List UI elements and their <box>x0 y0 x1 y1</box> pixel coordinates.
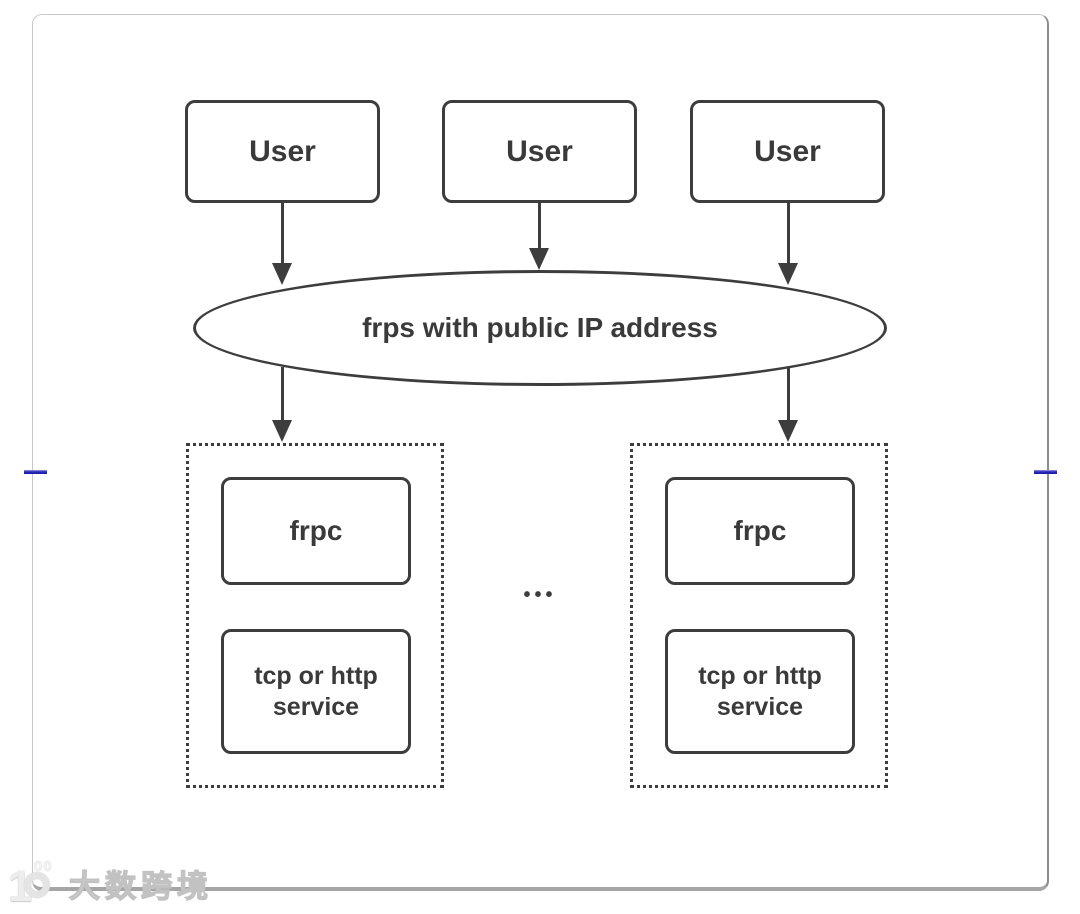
frps-server-ellipse: frps with public IP address <box>193 270 887 386</box>
arrow-shaft <box>787 203 790 265</box>
user-box-2: User <box>442 100 637 203</box>
client-group-left: frpc tcp or http service <box>186 443 444 788</box>
watermark-logo-ring-icon <box>24 872 50 898</box>
arrow-shaft <box>281 367 284 422</box>
watermark-brand-text: 大数跨境 <box>68 868 213 904</box>
user-box-1-label: User <box>249 134 316 168</box>
arrow-shaft <box>787 368 790 422</box>
client-group-right: frpc tcp or http service <box>630 443 888 788</box>
left-edge-marker <box>24 470 47 474</box>
service-label: tcp or http service <box>698 662 822 721</box>
user-box-2-label: User <box>506 134 573 168</box>
arrow-head-icon <box>778 263 798 285</box>
frpc-label: frpc <box>289 515 343 546</box>
frpc-label: frpc <box>733 515 787 546</box>
user-box-3: User <box>690 100 885 203</box>
arrow-head-icon <box>529 248 549 270</box>
arrow-head-icon <box>272 420 292 442</box>
watermark: 1 00 大数跨境 <box>6 858 213 911</box>
frpc-box-right: frpc <box>665 477 855 585</box>
frpc-box-left: frpc <box>221 477 411 585</box>
arrow-head-icon <box>778 420 798 442</box>
service-label: tcp or http service <box>254 662 378 721</box>
watermark-logo-superscript: 00 <box>34 858 53 875</box>
watermark-logo-icon: 1 00 <box>6 858 66 911</box>
service-box-right: tcp or http service <box>665 629 855 754</box>
arrow-shaft <box>538 203 541 250</box>
ellipsis-more-clients: ••• <box>523 583 557 606</box>
service-box-left: tcp or http service <box>221 629 411 754</box>
arrow-head-icon <box>272 263 292 285</box>
frps-server-label: frps with public IP address <box>362 312 718 343</box>
user-box-1: User <box>185 100 380 203</box>
right-edge-marker <box>1034 470 1057 474</box>
arrow-shaft <box>281 203 284 265</box>
user-box-3-label: User <box>754 134 821 168</box>
